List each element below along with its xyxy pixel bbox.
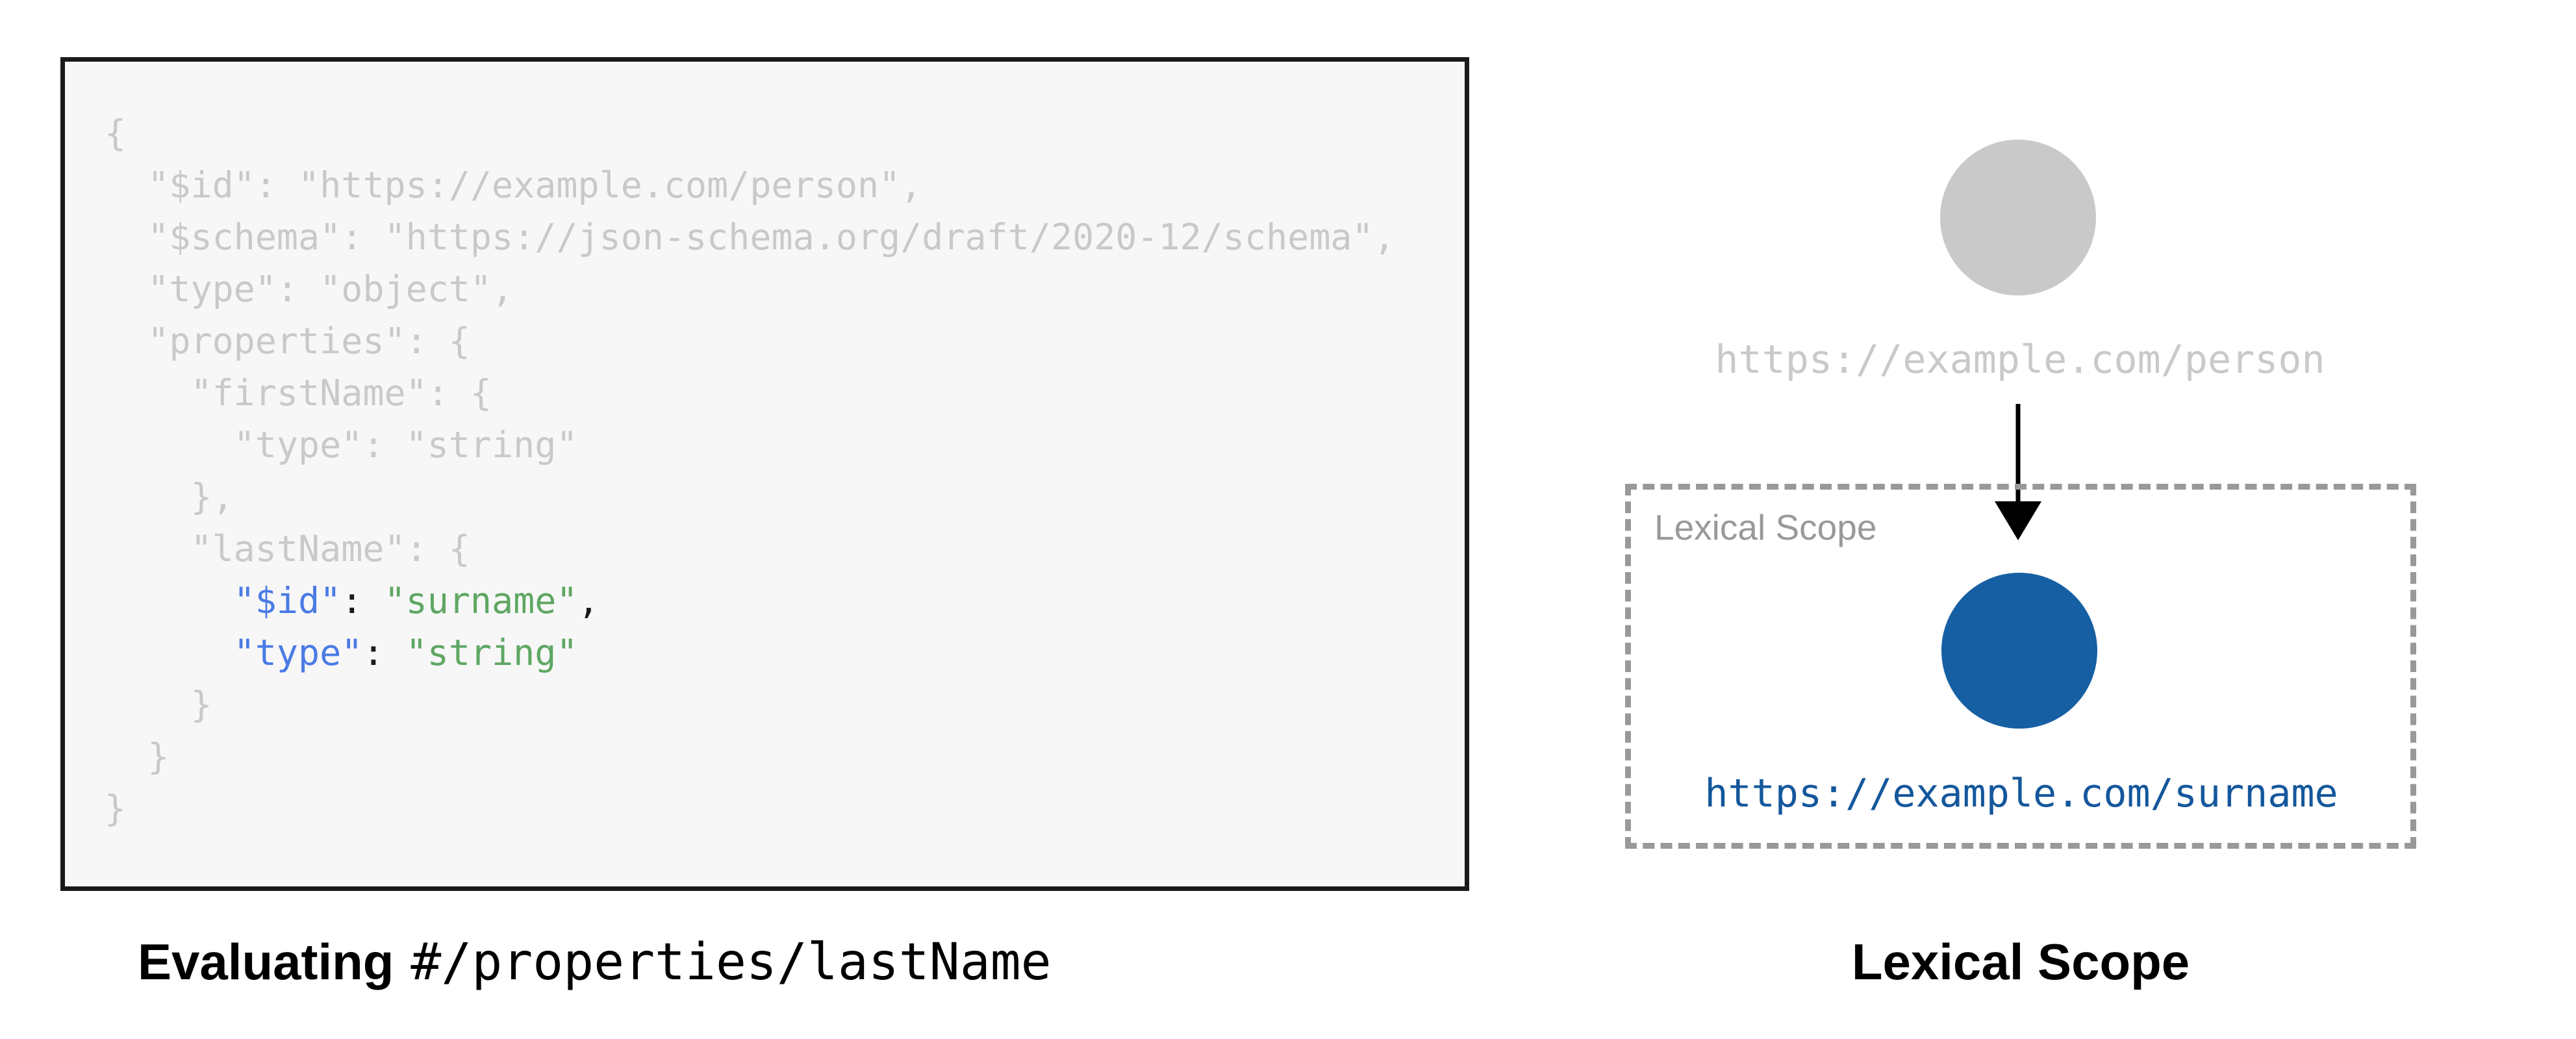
code-line: "lastName": { — [105, 523, 1465, 575]
evaluating-caption: Evaluating #/properties/lastName — [138, 933, 1052, 992]
code-line-highlight-id: "$id": "surname", — [105, 575, 1465, 627]
code-token-string: "string" — [405, 632, 578, 673]
code-token: "properties": { — [105, 320, 470, 362]
code-token-key: "type" — [105, 632, 363, 673]
code-token: } — [105, 736, 170, 777]
code-token: "$schema": "https://json-schema.org/draf… — [105, 216, 1395, 258]
code-token: } — [105, 684, 212, 725]
code-token-string: "surname" — [384, 580, 578, 621]
code-token: { — [105, 112, 127, 154]
evaluating-caption-pointer: #/properties/lastName — [410, 933, 1052, 992]
code-line: { — [105, 107, 1465, 159]
code-token-punct: : — [362, 632, 406, 673]
surname-schema-node — [1941, 573, 2097, 729]
code-token-key: "$id" — [105, 580, 342, 621]
code-line: "type": "object", — [105, 263, 1465, 315]
code-line: "$schema": "https://json-schema.org/draf… — [105, 211, 1465, 263]
person-url-label: https://example.com/person — [1715, 337, 2325, 382]
code-line-highlight-type: "type": "string" — [105, 627, 1465, 679]
lexical-scope-caption: Lexical Scope — [1851, 933, 2190, 990]
code-token: "type": "object", — [105, 268, 514, 310]
code-line: "type": "string" — [105, 419, 1465, 471]
code-token-punct: : — [341, 580, 385, 621]
code-token: } — [105, 788, 127, 829]
code-token-punct: , — [577, 580, 600, 621]
code-line: "$id": "https://example.com/person", — [105, 159, 1465, 211]
code-line: }, — [105, 471, 1465, 523]
code-line: "properties": { — [105, 315, 1465, 367]
code-line: } — [105, 679, 1465, 731]
code-token: "$id": "https://example.com/person", — [105, 164, 922, 206]
code-line: } — [105, 731, 1465, 782]
code-token: }, — [105, 476, 234, 518]
person-schema-node — [1940, 140, 2096, 295]
lexical-scope-box-label: Lexical Scope — [1654, 507, 1877, 547]
code-line: } — [105, 782, 1465, 834]
surname-url-label: https://example.com/surname — [1704, 771, 2338, 816]
code-token: "type": "string" — [105, 424, 578, 466]
code-token: "lastName": { — [105, 528, 470, 570]
code-line: "firstName": { — [105, 367, 1465, 419]
code-token: "firstName": { — [105, 372, 492, 414]
evaluating-caption-bold: Evaluating — [138, 933, 394, 990]
schema-code-panel: { "$id": "https://example.com/person", "… — [60, 57, 1469, 891]
lexical-scope-box: Lexical Scope — [1625, 484, 2416, 849]
